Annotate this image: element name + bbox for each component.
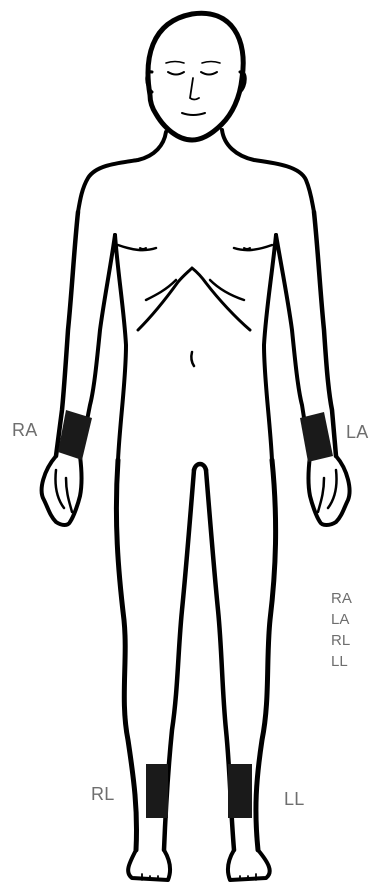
legend-item-la: LA bbox=[331, 609, 352, 630]
nose bbox=[190, 78, 199, 100]
torso-right-side bbox=[115, 235, 126, 460]
left-lower-rib bbox=[210, 280, 244, 300]
head-outline bbox=[148, 13, 243, 140]
left-leg-outer bbox=[256, 460, 276, 850]
left-eye bbox=[201, 72, 217, 75]
chest-right bbox=[118, 245, 156, 250]
electrode-legend: RA LA RL LL bbox=[331, 588, 352, 672]
label-ll: LL bbox=[284, 790, 305, 808]
left-neck-line bbox=[222, 130, 314, 212]
chest-left bbox=[234, 245, 272, 250]
left-brow bbox=[202, 62, 220, 64]
label-ra: RA bbox=[12, 421, 38, 439]
electrode-ll bbox=[228, 764, 252, 818]
right-leg-outer bbox=[116, 460, 136, 850]
left-foot bbox=[228, 850, 270, 880]
torso-left-side bbox=[264, 235, 276, 460]
right-hand-fingers bbox=[55, 470, 72, 512]
electrode-rl bbox=[146, 764, 168, 818]
legend-item-ll: LL bbox=[331, 651, 352, 672]
right-nipple bbox=[140, 248, 146, 249]
right-brow bbox=[166, 62, 184, 64]
groin bbox=[194, 464, 206, 470]
left-hand bbox=[309, 456, 350, 525]
left-hand-fingers bbox=[318, 470, 337, 512]
mouth bbox=[182, 113, 205, 115]
label-la: LA bbox=[346, 423, 369, 441]
legend-item-rl: RL bbox=[331, 630, 352, 651]
right-leg-inner bbox=[164, 470, 194, 850]
right-neck-line bbox=[78, 132, 166, 212]
left-nipple bbox=[244, 248, 250, 249]
right-hand bbox=[42, 456, 82, 525]
right-eye bbox=[168, 72, 184, 75]
electrode-la bbox=[300, 412, 333, 462]
label-rl: RL bbox=[91, 785, 115, 803]
navel bbox=[191, 352, 194, 366]
right-foot bbox=[128, 850, 170, 880]
ribcage-line bbox=[138, 268, 250, 330]
legend-item-ra: RA bbox=[331, 588, 352, 609]
